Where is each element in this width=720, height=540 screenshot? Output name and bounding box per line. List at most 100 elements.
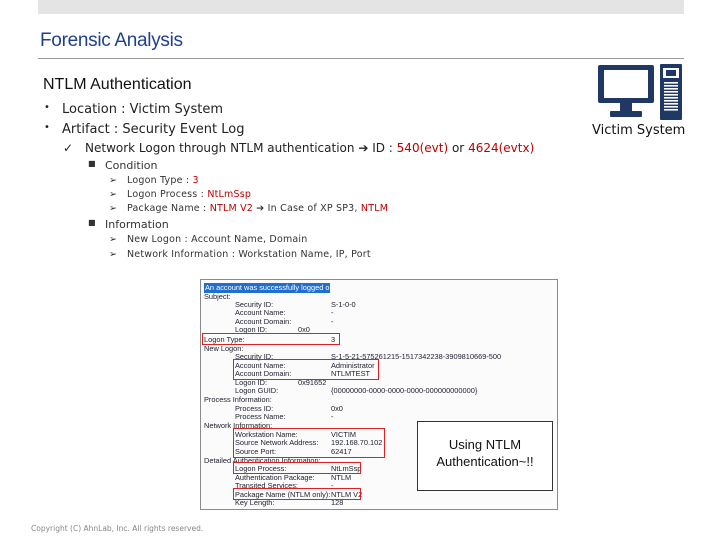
event-field-value: VICTIM (331, 430, 357, 439)
event-field-key: Process Name: (235, 412, 286, 421)
event-field-key: Account Name: (235, 361, 286, 370)
event-field-key: Transited Services: (235, 481, 298, 490)
condition-key: Logon Type : (127, 175, 190, 186)
bullet-location: • Location : Victim System (44, 102, 223, 117)
event-logon-type-key: Logon Type: (204, 335, 245, 344)
event-field-value: - (331, 481, 334, 490)
event-log-header: An account was successfully logged on. (205, 283, 336, 292)
event-field-key: Logon ID: (235, 325, 268, 334)
condition-key: Package Name : (127, 203, 207, 214)
event-field-key: Logon ID: (235, 378, 268, 387)
arrowhead-bullet-icon: ➢ (109, 203, 118, 214)
check-item-network-logon: ✓ Network Logon through NTLM authenticat… (63, 141, 535, 155)
information-text: New Logon : Account Name, Domain (127, 234, 308, 245)
square-bullet-icon: ■ (88, 159, 96, 168)
information-text: Network Information : Workstation Name, … (127, 249, 371, 260)
page-title: Forensic Analysis (40, 30, 183, 51)
event-field-value: - (331, 317, 334, 326)
event-section-network: Network Information: (204, 421, 273, 430)
section-subtitle: NTLM Authentication (43, 76, 192, 93)
event-field-value: - (331, 412, 334, 421)
information-item: ➢ Network Information : Workstation Name… (109, 249, 371, 260)
event-field-value: 128 (331, 498, 344, 507)
event-field-value: NTLMTEST (331, 369, 371, 378)
event-field-key: Source Port: (235, 447, 277, 456)
condition-package-name: ➢ Package Name : NTLM V2 ➔ In Case of XP… (109, 203, 389, 214)
event-field-value: NTLM (331, 473, 352, 482)
event-section-subject: Subject: (204, 292, 231, 301)
event-section-new-logon: New Logon: (204, 344, 244, 353)
arrow-icon: ➔ (358, 141, 369, 155)
event-field-key: Authentication Package: (235, 473, 315, 482)
event-field-key: Package Name (NTLM only): (235, 490, 331, 499)
event-field-value: 0x91652 (298, 378, 327, 387)
arrowhead-bullet-icon: ➢ (109, 189, 118, 200)
event-field-value: S-1-0-0 (331, 300, 356, 309)
event-field-value: 0x0 (331, 404, 343, 413)
event-id-evt: 540(evt) (396, 141, 449, 155)
victim-system-label: Victim System (592, 123, 686, 138)
condition-logon-process: ➢ Logon Process : NtLmSsp (109, 189, 252, 200)
event-field-key: Security ID: (235, 352, 274, 361)
condition-value-xp: NTLM (360, 203, 389, 214)
condition-logon-type: ➢ Logon Type : 3 (109, 175, 199, 186)
event-field-value: 192.168.70.102 (331, 438, 383, 447)
event-field-value: S-1-5-21-575261215-1517342238-3909810669… (331, 352, 502, 361)
event-field-key: Security ID: (235, 300, 274, 309)
information-label: Information (105, 218, 169, 231)
condition-value: NTLM V2 (209, 203, 254, 214)
or-label: or (451, 141, 465, 155)
callout-line-2: Authentication~!! (436, 454, 534, 469)
highlight-network (233, 428, 385, 458)
event-field-value: 0x0 (298, 325, 310, 334)
copyright-footer: Copyright (C) AhnLab, Inc. All rights re… (31, 524, 204, 533)
condition-key: Logon Process : (127, 189, 205, 200)
event-field-key: Account Name: (235, 308, 286, 317)
event-field-key: Process ID: (235, 404, 274, 413)
highlight-package-name (233, 488, 361, 500)
event-field-key: Key Length: (235, 498, 275, 507)
check-mark-icon: ✓ (63, 141, 74, 155)
computer-icon (598, 64, 682, 120)
information-heading: ■ Information (88, 218, 169, 231)
condition-value: 3 (192, 175, 199, 186)
event-field-value: 62417 (331, 447, 352, 456)
condition-suffix: ➔ In Case of XP SP3, (256, 203, 358, 214)
bullet-dot-icon: • (44, 102, 50, 113)
condition-value: NtLmSsp (207, 189, 252, 200)
arrowhead-bullet-icon: ➢ (109, 249, 118, 260)
condition-heading: ■ Condition (88, 159, 158, 172)
event-logon-type-value: 3 (331, 335, 336, 344)
event-field-value: - (331, 308, 334, 317)
callout-line-1: Using NTLM (448, 437, 522, 452)
event-field-key: Source Network Address: (235, 438, 319, 447)
event-field-key: Workstation Name: (235, 430, 298, 439)
condition-label: Condition (105, 159, 158, 172)
arrowhead-bullet-icon: ➢ (109, 234, 118, 245)
event-field-value: Administrator (331, 361, 375, 370)
event-field-key: Logon GUID: (235, 386, 279, 395)
event-log-screenshot: An account was successfully logged on. S… (200, 279, 558, 510)
event-field-value: NTLM V2 (331, 490, 363, 499)
event-id-evtx: 4624(evtx) (468, 141, 535, 155)
square-bullet-icon: ■ (88, 218, 96, 227)
id-label: ID : (372, 141, 393, 155)
bullet-label: Artifact : Security Event Log (62, 122, 245, 137)
event-section-process: Process Information: (204, 395, 272, 404)
event-field-value: {00000000-0000-0000-0000-000000000000} (331, 386, 478, 395)
information-item: ➢ New Logon : Account Name, Domain (109, 234, 308, 245)
bullet-label: Location : Victim System (62, 102, 223, 117)
event-section-detailed: Detailed Authentication Information: (204, 456, 321, 465)
highlight-account (233, 359, 379, 380)
check-item-text: Network Logon through NTLM authenticatio… (85, 141, 355, 155)
event-field-value: NtLmSsp (331, 464, 362, 473)
arrowhead-bullet-icon: ➢ (109, 175, 118, 186)
title-divider (38, 58, 684, 59)
event-field-key: Account Domain: (235, 369, 292, 378)
event-field-key: Account Domain: (235, 317, 292, 326)
top-bar (38, 0, 684, 14)
callout-box: Using NTLM Authentication~!! (417, 421, 553, 491)
event-field-key: Logon Process: (235, 464, 287, 473)
bullet-dot-icon: • (44, 122, 50, 133)
highlight-logon-type (202, 333, 340, 345)
